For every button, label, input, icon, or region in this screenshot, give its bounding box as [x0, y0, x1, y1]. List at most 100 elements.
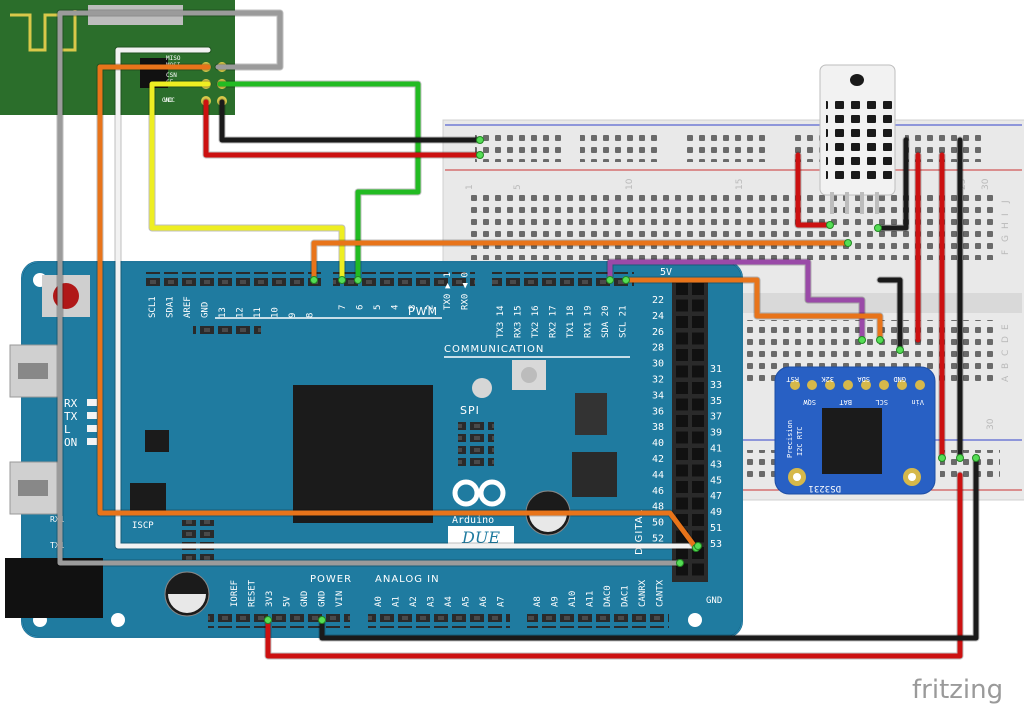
- right-header-label: 5V: [660, 267, 672, 278]
- comm-pin-label: TX1 18: [566, 305, 576, 338]
- wire-end: [694, 542, 702, 550]
- top-header-label: 12: [236, 307, 246, 318]
- breadboard-col-number: 15: [735, 179, 745, 190]
- right-header-label: 41: [710, 444, 722, 455]
- header-pin: [676, 398, 688, 411]
- right-header-label: 50: [652, 518, 664, 529]
- rtc-pin: [825, 380, 835, 390]
- wire-black-rf: [218, 98, 484, 144]
- pwm-pin-label: 6: [356, 305, 366, 310]
- right-header-label: 24: [652, 311, 664, 322]
- pwm-pin-label: 5: [373, 305, 383, 310]
- breadboard-row-letter: C: [1001, 350, 1011, 356]
- wire-green: [217, 81, 421, 283]
- right-header-label: 47: [710, 491, 722, 502]
- header-pin: [676, 481, 688, 493]
- pwm-pin-label: 3: [408, 305, 418, 310]
- analog-pin-label: DAC0: [603, 585, 613, 607]
- analog-pin-label: A3: [427, 596, 437, 607]
- right-header-label: 37: [710, 412, 722, 423]
- rtc-pin: [915, 380, 925, 390]
- rtc-pin-label: SQW: [803, 398, 816, 406]
- analog-pin-label: A5: [462, 596, 472, 607]
- right-header-label: 43: [710, 459, 722, 470]
- header-pin: [692, 431, 704, 444]
- right-header-label: 35: [710, 396, 722, 407]
- led: [87, 438, 97, 445]
- rtc-pin: [861, 380, 871, 390]
- rtc-pin-label: 32K: [821, 375, 834, 383]
- comm-pin-label: TX2 16: [531, 305, 541, 338]
- breadboard-row-letter: B: [1001, 363, 1011, 369]
- led-label: RX: [64, 397, 78, 410]
- breadboard-row-letter: I: [1001, 213, 1011, 216]
- header-pin: [692, 316, 704, 328]
- wire-orange-3: [623, 277, 883, 343]
- breadboard-row-letter: A: [1001, 375, 1011, 382]
- rtc-pin: [790, 380, 800, 390]
- rtc-pin-label: SCL: [875, 398, 888, 406]
- right-header-label: 49: [710, 507, 722, 518]
- led: [87, 399, 97, 406]
- analog-pin-label: A6: [479, 596, 489, 607]
- wire-end: [938, 454, 946, 462]
- breadboard-row-letter: G: [1001, 235, 1011, 242]
- top-header-label: 9: [288, 313, 298, 318]
- header-pin: [676, 547, 688, 559]
- power-label: POWER: [310, 574, 352, 585]
- wire-black-bottom: [319, 455, 979, 641]
- header-pin: [692, 349, 704, 361]
- top-header-label: 8: [306, 313, 316, 318]
- dht-sensor: [819, 64, 896, 214]
- top-header-label: AREF: [183, 296, 193, 318]
- header-pin: [676, 332, 688, 345]
- spi-label: SPI: [460, 404, 480, 417]
- wire-end: [676, 559, 684, 567]
- power-pin-label: VIN: [335, 591, 345, 607]
- wire-black-dht: [875, 137, 909, 231]
- header-pin: [676, 382, 688, 394]
- header-pin: [676, 497, 688, 510]
- rf-pin-label: GND: [162, 97, 173, 104]
- breadboard-bottom-number: 30: [986, 418, 996, 430]
- wire-green: [216, 80, 422, 284]
- right-header-label: 39: [710, 428, 722, 439]
- right-header-label: 38: [652, 422, 664, 433]
- wire-end: [476, 136, 484, 144]
- rtc-pin: [879, 380, 889, 390]
- right-header-label: 34: [652, 390, 664, 401]
- pwm-pin-label: RX0 ◀ 0: [461, 272, 471, 310]
- header-pin: [692, 365, 704, 378]
- analog-pin-label: A0: [374, 596, 384, 607]
- breadboard-col-number: 10: [625, 178, 635, 190]
- comm-pin-label: RX1 19: [584, 305, 594, 338]
- power-pin-label: RESET: [248, 579, 258, 607]
- header-pin: [692, 563, 704, 576]
- wire-orange-1: [97, 64, 699, 551]
- top-header-label: 10: [271, 307, 281, 318]
- communication-label: COMMUNICATION: [444, 344, 544, 355]
- rtc-pin-label: BAT: [839, 398, 852, 406]
- rtc-chip-label: DS3231: [808, 483, 841, 493]
- breadboard-col-number: 25: [958, 179, 968, 190]
- header-pin: [676, 365, 688, 378]
- gnd-label: GND: [706, 596, 722, 606]
- right-header-label: 53: [710, 539, 722, 550]
- power-pin-label: GND: [318, 591, 328, 607]
- pwm-pin-label: 2: [426, 305, 436, 310]
- wire-end: [826, 221, 834, 229]
- wire-end: [264, 616, 272, 624]
- analog-pin-label: A10: [568, 591, 578, 607]
- wire-red-rf: [203, 99, 483, 158]
- wire-white: [115, 47, 701, 549]
- analog-pin-label: A4: [444, 596, 454, 607]
- right-header-label: 31: [710, 364, 722, 375]
- header-pin: [692, 530, 704, 543]
- tx1-label: TX1: [50, 541, 65, 550]
- header-pin: [692, 415, 704, 427]
- header-pin: [676, 283, 688, 295]
- rtc-side-label-2: I2C RTC: [796, 426, 804, 456]
- power-pin-label: 5V: [283, 596, 293, 607]
